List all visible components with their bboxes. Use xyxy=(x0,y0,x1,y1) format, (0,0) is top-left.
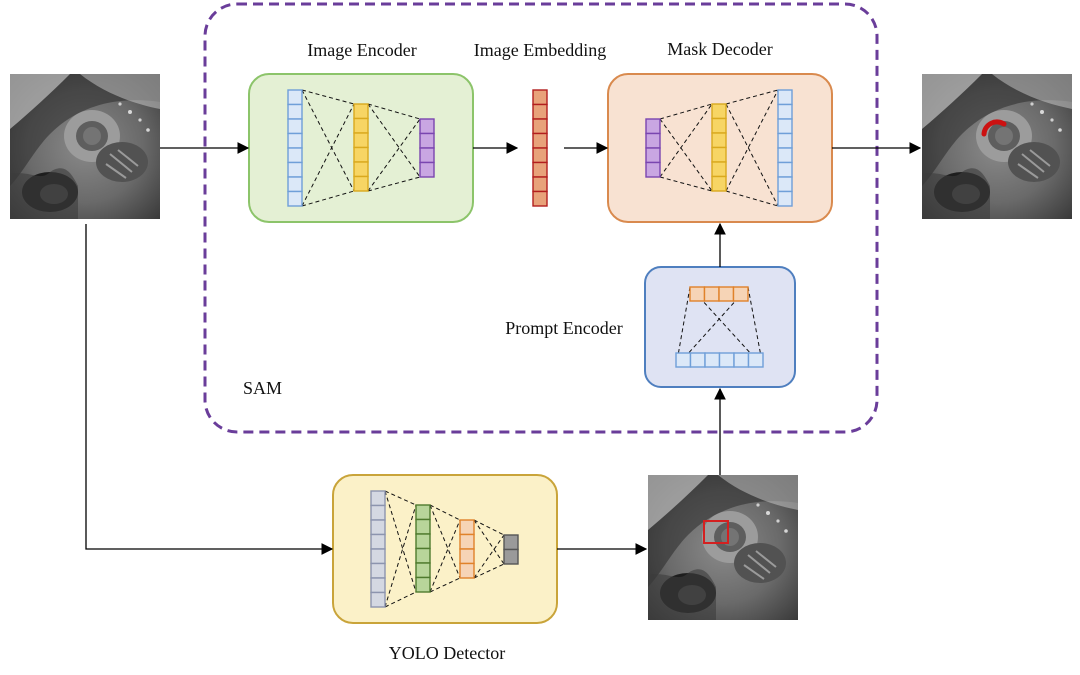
mask-decoder-connections xyxy=(659,89,779,207)
image-embedding-vector xyxy=(532,89,548,207)
decoder-layer-input xyxy=(645,118,661,178)
yolo-detector-layers xyxy=(370,490,519,608)
segmentation-mask xyxy=(981,119,1007,137)
bounding-box xyxy=(703,520,729,544)
sam-label: SAM xyxy=(243,378,282,398)
image-embedding-label: Image Embedding xyxy=(474,40,606,60)
image-encoder-label: Image Encoder xyxy=(307,40,416,60)
arrow-input-to-yolo xyxy=(85,224,334,555)
output-mri-image xyxy=(921,73,1073,220)
image-encoder-layers xyxy=(287,89,435,207)
encoder-layer-hidden xyxy=(353,103,369,192)
image-encoder-connections xyxy=(301,89,421,207)
yolo-detector-box xyxy=(332,474,558,624)
mask-decoder-label: Mask Decoder xyxy=(667,39,772,59)
encoder-layer-output xyxy=(419,118,435,178)
yolo-layer-3 xyxy=(459,519,475,579)
embedding-cells xyxy=(532,89,548,207)
decoder-layer-output xyxy=(777,89,793,207)
prompt-encoder-label: Prompt Encoder xyxy=(505,318,622,338)
prompt-encoder-layers xyxy=(675,286,764,368)
yolo-detector-connections xyxy=(384,490,505,608)
decoder-layer-hidden xyxy=(711,103,727,192)
prompt-encoder-box xyxy=(644,266,796,388)
detection-mri-image xyxy=(647,474,799,621)
mask-decoder-layers xyxy=(645,89,793,207)
prompt-layer-top xyxy=(689,286,749,302)
yolo-detector-label: YOLO Detector xyxy=(389,643,505,663)
input-mri-image xyxy=(9,73,161,220)
yolo-layer-2 xyxy=(415,504,431,593)
sam-container xyxy=(203,2,879,434)
encoder-layer-input xyxy=(287,89,303,207)
yolo-layer-4 xyxy=(503,534,519,565)
prompt-layer-bottom xyxy=(675,352,764,368)
yolo-layer-1 xyxy=(370,490,386,608)
